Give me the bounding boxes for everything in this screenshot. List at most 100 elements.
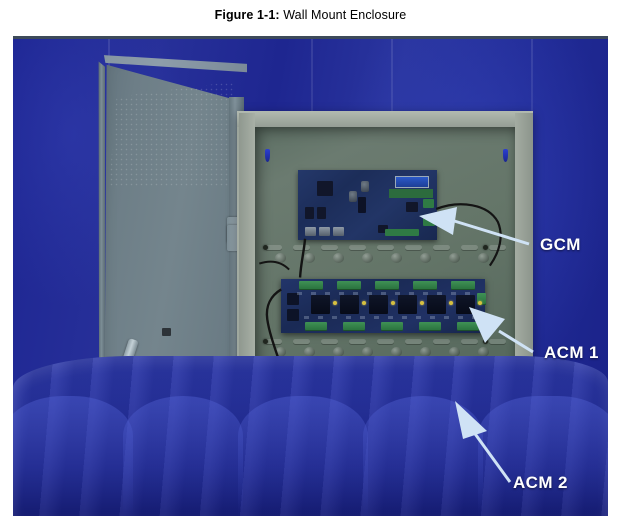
- panel-slot: [321, 339, 338, 344]
- acm-terminal-block: [343, 322, 365, 331]
- acm-silkscreen: [444, 316, 449, 319]
- panel-slot: [265, 245, 282, 250]
- acm-relay: [398, 295, 417, 314]
- acm-silkscreen: [360, 316, 365, 319]
- panel-slot: [377, 339, 394, 344]
- drape-fold: [363, 396, 483, 516]
- alignment-pin: [265, 149, 270, 162]
- gcm-chip: [305, 207, 314, 219]
- acm-silkscreen: [353, 292, 358, 295]
- drape-fold: [238, 396, 368, 516]
- acm-terminal-block: [381, 322, 403, 331]
- acm-terminal-block: [305, 322, 327, 331]
- gcm-port: [305, 227, 316, 236]
- acm-silkscreen: [458, 316, 463, 319]
- acm-terminal-block: [477, 293, 486, 305]
- acm-silkscreen: [311, 292, 316, 295]
- figure-caption-title: Wall Mount Enclosure: [283, 8, 407, 22]
- acm-silkscreen: [325, 292, 330, 295]
- panel-standoff: [391, 347, 402, 357]
- gcm-terminal-block: [423, 199, 434, 208]
- acm-terminal-block: [419, 322, 441, 331]
- panel-standoff: [333, 347, 344, 357]
- acm-terminal-block: [413, 281, 437, 290]
- cabinet-top-lip: [237, 111, 533, 127]
- alignment-pin: [503, 149, 508, 162]
- acm-terminal-block: [457, 322, 479, 331]
- panel-screw-hole: [483, 339, 488, 344]
- panel-slot: [489, 245, 506, 250]
- acm-silkscreen: [374, 316, 379, 319]
- acm-silkscreen: [346, 316, 351, 319]
- panel-screw-hole: [263, 339, 268, 344]
- drape-fold: [478, 396, 608, 516]
- gcm-terminal-block: [423, 217, 435, 226]
- acm-relay: [369, 295, 388, 314]
- gcm-lcd-display: [395, 176, 429, 188]
- panel-slot: [293, 245, 310, 250]
- acm-relay: [456, 295, 475, 314]
- acm-relay: [340, 295, 359, 314]
- acm-silkscreen: [423, 292, 428, 295]
- door-perforation-texture: [109, 81, 235, 187]
- panel-standoff: [449, 347, 460, 357]
- panel-slot: [461, 245, 478, 250]
- acm-silkscreen: [409, 292, 414, 295]
- acm-terminal-block: [375, 281, 399, 290]
- acm-chip: [287, 293, 299, 305]
- acm-silkscreen: [465, 292, 470, 295]
- acm-silkscreen: [395, 292, 400, 295]
- panel-standoff: [391, 253, 402, 263]
- gcm-chip: [406, 202, 418, 212]
- panel-standoff: [362, 347, 373, 357]
- gcm-capacitor: [361, 181, 369, 192]
- panel-standoff: [478, 347, 489, 357]
- acm-relay: [311, 295, 330, 314]
- panel-slot: [349, 339, 366, 344]
- acm-terminal-block: [299, 281, 323, 290]
- panel-slot: [293, 339, 310, 344]
- panel-standoff: [304, 253, 315, 263]
- acm-silkscreen: [297, 292, 302, 295]
- panel-slot: [405, 339, 422, 344]
- figure-caption-label: Figure 1-1:: [214, 8, 280, 22]
- acm-chip: [287, 309, 299, 321]
- acm-status-led: [362, 301, 366, 305]
- panel-standoff: [449, 253, 460, 263]
- panel-slot: [349, 245, 366, 250]
- gcm-capacitor: [349, 191, 357, 202]
- panel-standoff: [333, 253, 344, 263]
- acm-silkscreen: [381, 292, 386, 295]
- panel-standoff: [478, 253, 489, 263]
- panel-slot: [405, 245, 422, 250]
- acm-silkscreen: [451, 292, 456, 295]
- panel-slot: [461, 339, 478, 344]
- acm-silkscreen: [388, 316, 393, 319]
- panel-slot: [433, 245, 450, 250]
- door-edge: [98, 61, 105, 501]
- panel-screw-hole: [483, 245, 488, 250]
- panel-standoff: [362, 253, 373, 263]
- figure-photo: GCM ACM 1 ACM 2: [13, 36, 608, 516]
- acm-silkscreen: [332, 316, 337, 319]
- acm-status-led: [449, 301, 453, 305]
- acm-status-led: [478, 301, 482, 305]
- panel-slot: [489, 339, 506, 344]
- gcm-display-carrier: [389, 189, 433, 198]
- acm-status-led: [391, 301, 395, 305]
- gcm-chip: [317, 181, 333, 196]
- acm-silkscreen: [437, 292, 442, 295]
- gcm-chip: [358, 197, 366, 213]
- acm-terminal-block: [337, 281, 361, 290]
- panel-standoff: [304, 347, 315, 357]
- door-name-plate: [162, 328, 171, 336]
- acm-silkscreen: [472, 316, 477, 319]
- panel-standoff: [420, 253, 431, 263]
- acm-status-led: [333, 301, 337, 305]
- acm-silkscreen: [318, 316, 323, 319]
- gcm-chip: [378, 225, 388, 233]
- acm-silkscreen: [339, 292, 344, 295]
- panel-standoff: [275, 253, 286, 263]
- drape-fold: [123, 396, 243, 516]
- acm-silkscreen: [430, 316, 435, 319]
